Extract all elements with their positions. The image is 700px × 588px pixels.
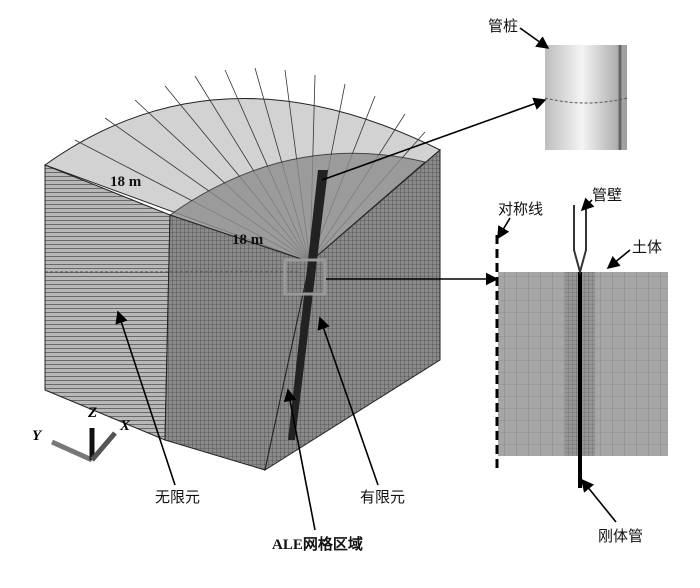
label-radius-inner: 18 m [232,232,264,248]
finite-element-face-right [264,148,441,472]
axis-y-label: Y [32,428,42,444]
label-ale-region: ALE网格区域 [272,537,363,553]
leader-arrows [115,27,631,531]
zoom-box [283,258,327,296]
axis-x-label: X [120,418,131,434]
label-symmetry-line: 对称线 [498,200,544,218]
label-finite-elements: 有限元 [360,488,406,506]
axis-z-label: Z [88,405,98,421]
label-infinite-elements: 无限元 [155,488,201,506]
label-soil: 土体 [632,238,663,256]
infinite-element-face [44,164,171,441]
label-pipe-wall: 管壁 [592,186,623,204]
pipe-pile-detail [545,45,627,150]
axis-triad [50,428,117,463]
label-rigid-pipe: 刚体管 [598,527,644,545]
pile [288,170,328,440]
pipe-wall [573,205,587,276]
label-radius-outer: 18 m [110,174,142,190]
finite-element-top [168,152,427,263]
label-pipe-pile: 管桩 [488,17,519,35]
